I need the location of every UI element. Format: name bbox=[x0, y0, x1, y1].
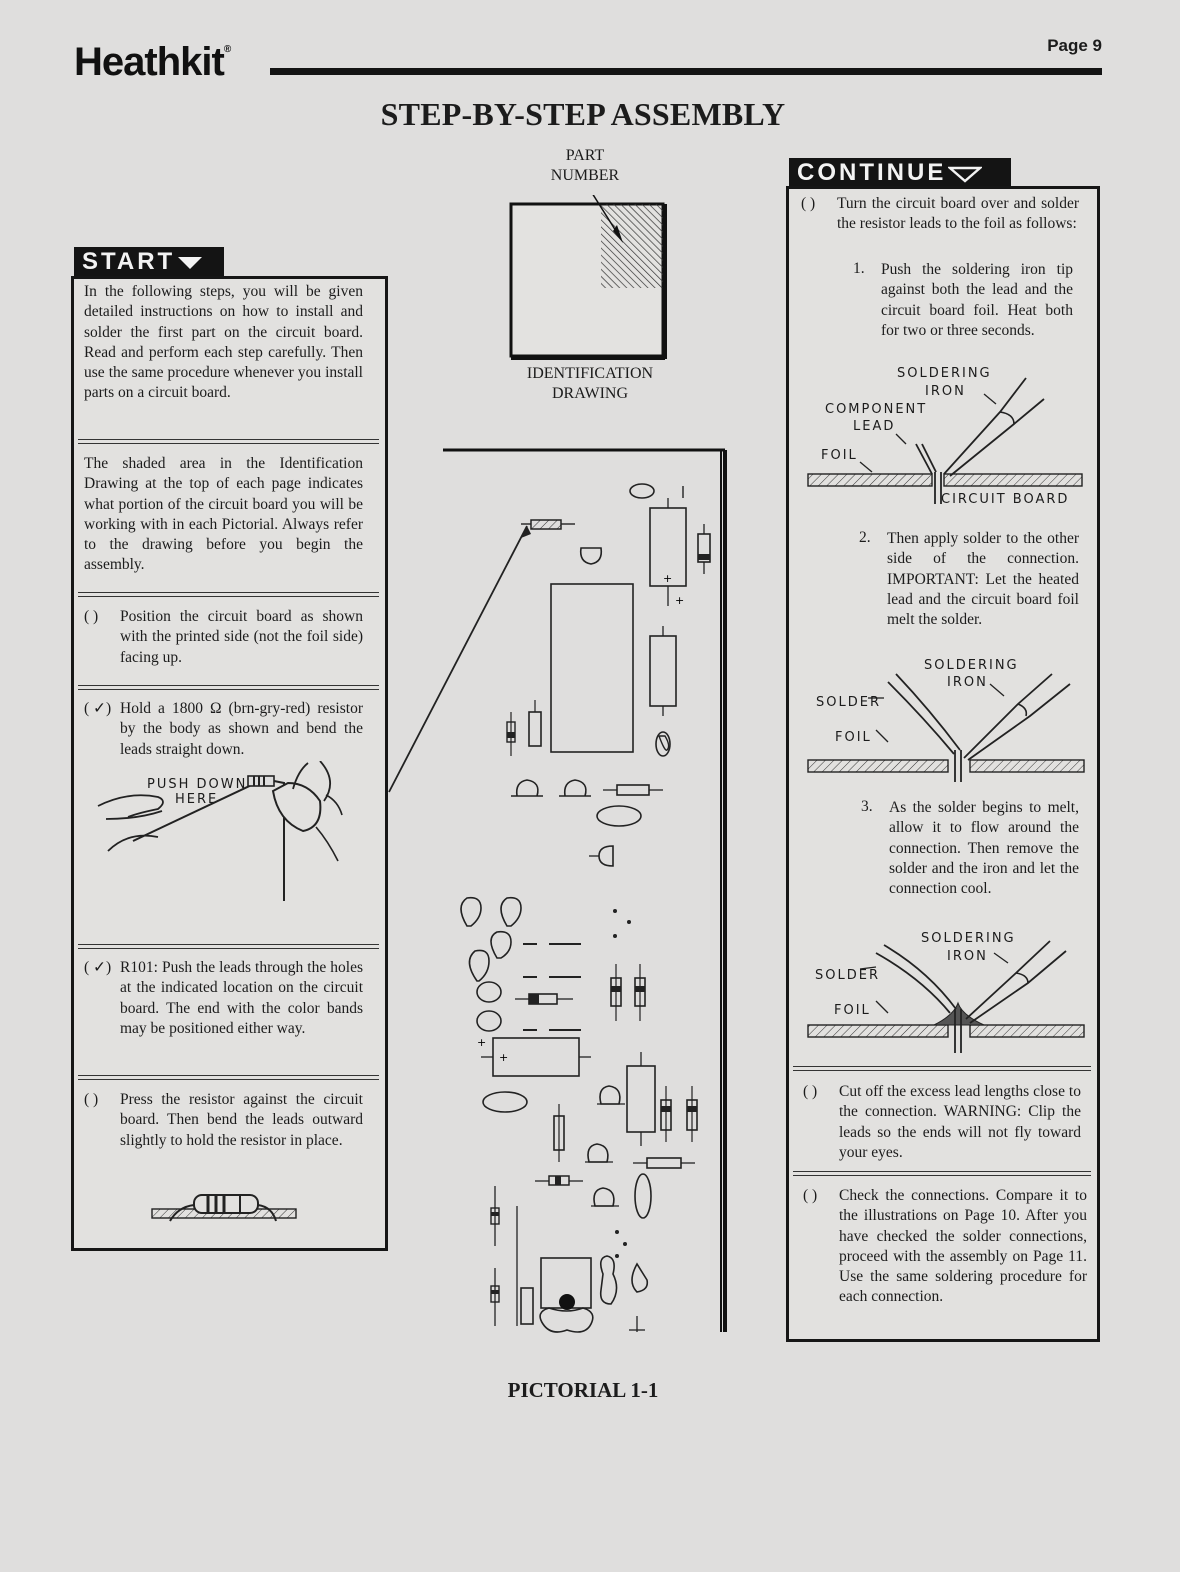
start-tag: START bbox=[74, 247, 224, 277]
page-number: Page 9 bbox=[1047, 36, 1102, 55]
substep-3-text: As the solder begins to melt, allow it t… bbox=[889, 799, 1079, 898]
label-component: COMPONENT bbox=[825, 402, 928, 417]
arrow-down-outline-icon bbox=[947, 166, 984, 183]
section-divider bbox=[793, 1171, 1091, 1176]
identification-drawing bbox=[509, 195, 667, 360]
step-hold-resistor[interactable]: ( ✓)Hold a 1800 Ω (brn-gry-red) resistor… bbox=[84, 700, 363, 758]
header-rule bbox=[270, 68, 1102, 75]
section-divider bbox=[78, 1075, 379, 1080]
svg-text:+: + bbox=[499, 1051, 508, 1064]
heathkit-logo: Heathkit® bbox=[74, 40, 231, 84]
substep-number: 3. bbox=[861, 798, 873, 815]
substep-number: 1. bbox=[853, 260, 865, 277]
step-press-resistor[interactable]: ( )Press the resistor against the circui… bbox=[84, 1091, 363, 1149]
push-down-label: PUSH DOWN HERE bbox=[147, 777, 248, 807]
checkbox[interactable]: ( ) bbox=[84, 608, 99, 625]
checkbox[interactable]: ( ✓) bbox=[84, 700, 112, 717]
hand-holding-resistor-illustration bbox=[97, 761, 343, 901]
section-divider bbox=[78, 439, 379, 444]
svg-text:+: + bbox=[477, 1036, 486, 1049]
pictorial-caption: PICTORIAL 1-1 bbox=[507, 1378, 659, 1402]
substep-number: 2. bbox=[859, 529, 871, 546]
svg-text:+: + bbox=[675, 594, 684, 607]
checkbox[interactable]: ( ) bbox=[803, 1083, 818, 1100]
section-divider bbox=[78, 592, 379, 597]
label-solder: SOLDER bbox=[816, 695, 881, 710]
label-lead: LEAD bbox=[853, 419, 896, 434]
continue-tag: CONTINUE bbox=[789, 158, 1011, 188]
step-r101-insert[interactable]: ( ✓)R101: Push the leads through the hol… bbox=[84, 959, 363, 1037]
label-iron: IRON bbox=[947, 949, 988, 964]
checkbox[interactable]: ( ) bbox=[84, 1091, 99, 1108]
label-foil: FOIL bbox=[821, 448, 858, 463]
label-circuit-board: CIRCUIT BOARD bbox=[941, 492, 1070, 507]
part-number-label: PART NUMBER bbox=[550, 147, 620, 184]
label-foil: FOIL bbox=[835, 730, 872, 745]
shaded-area-note: The shaded area in the Identification Dr… bbox=[84, 455, 363, 574]
section-divider bbox=[78, 685, 379, 690]
svg-text:+: + bbox=[663, 572, 672, 585]
resistor-on-board-illustration bbox=[151, 1194, 297, 1222]
page-title: STEP-BY-STEP ASSEMBLY bbox=[380, 96, 786, 132]
soldering-step2-illustration bbox=[807, 673, 1085, 782]
soldering-step1-illustration bbox=[807, 377, 1083, 504]
left-instruction-panel: In the following steps, you will be give… bbox=[71, 276, 388, 1251]
step-cut-leads[interactable]: ( )Cut off the excess lead lengths close… bbox=[803, 1083, 1081, 1161]
step-position-board[interactable]: ( )Position the circuit board as shown w… bbox=[84, 608, 363, 666]
checkbox[interactable]: ( ) bbox=[801, 195, 816, 212]
label-soldering: SOLDERING bbox=[897, 366, 992, 381]
step-turn-board[interactable]: ( )Turn the circuit board over and solde… bbox=[801, 195, 1079, 233]
pictorial-circuit-board: + + + + bbox=[388, 448, 727, 1333]
section-divider bbox=[793, 1066, 1091, 1071]
substep-1-text: Push the soldering iron tip against both… bbox=[881, 261, 1073, 339]
label-foil: FOIL bbox=[834, 1003, 871, 1018]
identification-caption: IDENTIFICATION DRAWING bbox=[526, 365, 654, 402]
section-divider bbox=[78, 944, 379, 949]
arrow-down-icon bbox=[178, 256, 203, 269]
soldering-step3-illustration bbox=[807, 940, 1085, 1053]
checkbox[interactable]: ( ✓) bbox=[84, 959, 112, 976]
label-soldering: SOLDERING bbox=[924, 658, 1019, 673]
substep-2-text: Then apply solder to the other side of t… bbox=[887, 530, 1079, 629]
right-instruction-panel: ( )Turn the circuit board over and solde… bbox=[786, 186, 1100, 1342]
label-iron: IRON bbox=[947, 675, 988, 690]
label-soldering: SOLDERING bbox=[921, 931, 1016, 946]
label-iron: IRON bbox=[925, 384, 966, 399]
step-check-connections[interactable]: ( )Check the connections. Compare it to … bbox=[803, 1187, 1087, 1306]
intro-text: In the following steps, you will be give… bbox=[84, 283, 363, 402]
label-solder: SOLDER bbox=[815, 968, 880, 983]
checkbox[interactable]: ( ) bbox=[803, 1187, 818, 1204]
